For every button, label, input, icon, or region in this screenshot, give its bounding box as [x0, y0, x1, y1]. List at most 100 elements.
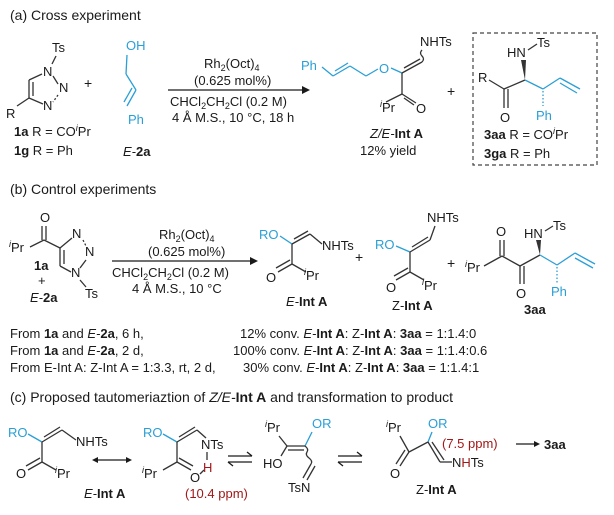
hn-group: HN	[524, 226, 543, 241]
ipr-group: iPr	[142, 465, 158, 481]
o-atom: O	[16, 466, 26, 481]
results-table: From 1a and E-2a, 6 h, 12% conv. E-Int A…	[10, 326, 487, 375]
ts-group: Ts	[85, 286, 99, 301]
yield-text: 12% yield	[360, 143, 416, 158]
result-row-2-outcome: 100% conv. E-Int A: Z-Int A: 3aa = 1:1.4…	[233, 343, 487, 358]
wedge-bond	[536, 240, 541, 255]
final-product-3aa: 3aa	[544, 437, 566, 452]
result-row-3-condition: From E-Int A: Z-Int A = 1:3.3, rt, 2 d,	[10, 360, 216, 375]
nhts-group: NHTs	[452, 455, 484, 470]
n-atom: N	[71, 265, 80, 280]
solvent-text: CHCl2CH2Cl (0.2 M)	[170, 94, 287, 111]
wedge-bond	[521, 60, 526, 80]
product-3aa-3ga: HN Ts R O Ph 3aa R = COiPr 3ga R = Ph	[478, 35, 581, 161]
ipr-group: iPr	[55, 465, 71, 481]
solvent-text: CHCl2CH2Cl (0.2 M)	[112, 265, 229, 282]
product-int-a: Ph O NHTs iPr O Z/E-Int A 12% yield	[301, 34, 452, 158]
result-row-1-condition: From 1a and E-2a, 6 h,	[10, 326, 144, 341]
o-atom: O	[496, 224, 506, 239]
ro-group: RO	[259, 227, 279, 242]
r-group: R	[6, 106, 15, 121]
n2-atom: N	[59, 80, 68, 95]
o-atom: O	[500, 110, 510, 125]
o-atom: O	[386, 280, 396, 295]
label-E-2a: E-2a	[30, 290, 58, 305]
hn-group: HN	[507, 45, 526, 60]
wavy-bond	[304, 445, 313, 465]
entry-3ga: 3ga R = Ph	[484, 146, 550, 161]
r-group: R	[478, 70, 487, 85]
label-z-int-a: Z-Int A	[416, 482, 457, 497]
ph-group: Ph	[128, 112, 144, 127]
o-atom: O	[516, 286, 526, 301]
additives-text: 4 Å M.S., 10 °C, 18 h	[172, 110, 294, 125]
catalyst-text: Rh2(Oct)4	[204, 56, 260, 73]
label-e-int-a: E-Int A	[286, 294, 328, 309]
nhts-group: NHTs	[420, 34, 452, 49]
cinnamyl-alcohol-reactant: OH Ph E-2a	[123, 38, 151, 159]
nhts-group: NHTs	[76, 434, 108, 449]
nmr-shift-10-4: (10.4 ppm)	[185, 486, 248, 501]
product-box	[472, 32, 598, 166]
ipr-group: iPr	[9, 239, 25, 255]
nts-group: NTs	[201, 437, 224, 452]
label-e-int-a: E-Int A	[84, 486, 126, 501]
nmr-shift-7-5: (7.5 ppm)	[442, 436, 498, 451]
ph-group: Ph	[301, 58, 317, 73]
ts-group: Ts	[52, 40, 66, 55]
entry-1g: 1g R = Ph	[14, 143, 73, 158]
loading-text: (0.625 mol%)	[148, 244, 225, 259]
plus-sign: +	[447, 83, 455, 99]
ipr-group: iPr	[422, 277, 438, 293]
plus-sign: +	[84, 75, 92, 91]
ro-group: RO	[8, 425, 28, 440]
carbonyl-o: O	[416, 101, 426, 116]
loading-text: (0.625 mol%)	[194, 73, 271, 88]
conditions-a: Rh2(Oct)4 (0.625 mol%) CHCl2CH2Cl (0.2 M…	[168, 56, 310, 125]
plus-sign: +	[447, 255, 455, 271]
ipr-group: iPr	[265, 419, 281, 435]
wavy-bond	[419, 49, 425, 63]
n1-atom: N	[43, 64, 52, 79]
tautomer-z-int-a: iPr O OR NHTs (7.5 ppm) Z-Int A	[386, 416, 498, 497]
ro-group: RO	[375, 237, 395, 252]
label-int-a: Z/E-Int A	[369, 126, 424, 141]
ph-group: Ph	[536, 108, 552, 123]
o-atom: O	[190, 470, 200, 485]
arrow-head-icon	[250, 257, 258, 265]
label-E-2a: E-2a	[123, 144, 151, 159]
label-1a: 1a	[34, 258, 49, 273]
label-3aa: 3aa	[524, 302, 546, 317]
ipr-group: iPr	[386, 419, 402, 435]
or-group: OR	[312, 416, 332, 431]
section-c-title: (c) Proposed tautomeriaztion of Z/E-Int …	[10, 389, 453, 405]
n3-atom: N	[43, 98, 52, 113]
equilibrium-arrow-2	[337, 451, 363, 467]
tsn-group: TsN	[288, 480, 310, 495]
section-b-title: (b) Control experiments	[10, 181, 156, 197]
o-atom: O	[266, 270, 276, 285]
product-e-int-a: RO NHTs O iPr E-Int A	[259, 227, 354, 309]
product-z-int-a: NHTs RO O iPr Z-Int A	[375, 210, 459, 313]
oh-group: OH	[126, 38, 146, 53]
or-group: OR	[428, 416, 448, 431]
arrow-head-icon	[126, 457, 132, 463]
tautomer-e-int-a: RO NHTs O iPr	[8, 425, 108, 481]
product-3aa: iPr O O HN Ts Ph 3aa	[465, 218, 596, 317]
nhts-group: NHTs	[322, 238, 354, 253]
ph-group: Ph	[551, 284, 567, 299]
label-z-int-a: Z-Int A	[392, 298, 433, 313]
result-row-1-outcome: 12% conv. E-Int A: Z-Int A: 3aa = 1:1.4:…	[240, 326, 476, 341]
triazole-reactant-1: Ts N N N R 1a R = COiPr 1g R = Ph	[6, 40, 91, 158]
nhts-group: NHTs	[427, 210, 459, 225]
ts-group: Ts	[553, 218, 567, 233]
ro-group: RO	[143, 425, 163, 440]
arrow-head-icon	[534, 441, 540, 447]
ts-group: Ts	[537, 35, 551, 50]
o-atom: O	[390, 466, 400, 481]
entry-1a: 1a R = COiPr	[14, 123, 91, 139]
conditions-b: Rh2(Oct)4 (0.625 mol%) CHCl2CH2Cl (0.2 M…	[112, 227, 258, 296]
tautomer-h-bonded: RO NTs H iPr O (10.4 ppm)	[142, 425, 248, 501]
result-row-3-outcome: 30% conv. E-Int A: Z-Int A: 3aa = 1:1.4:…	[243, 360, 479, 375]
h-atom: H	[203, 460, 212, 475]
